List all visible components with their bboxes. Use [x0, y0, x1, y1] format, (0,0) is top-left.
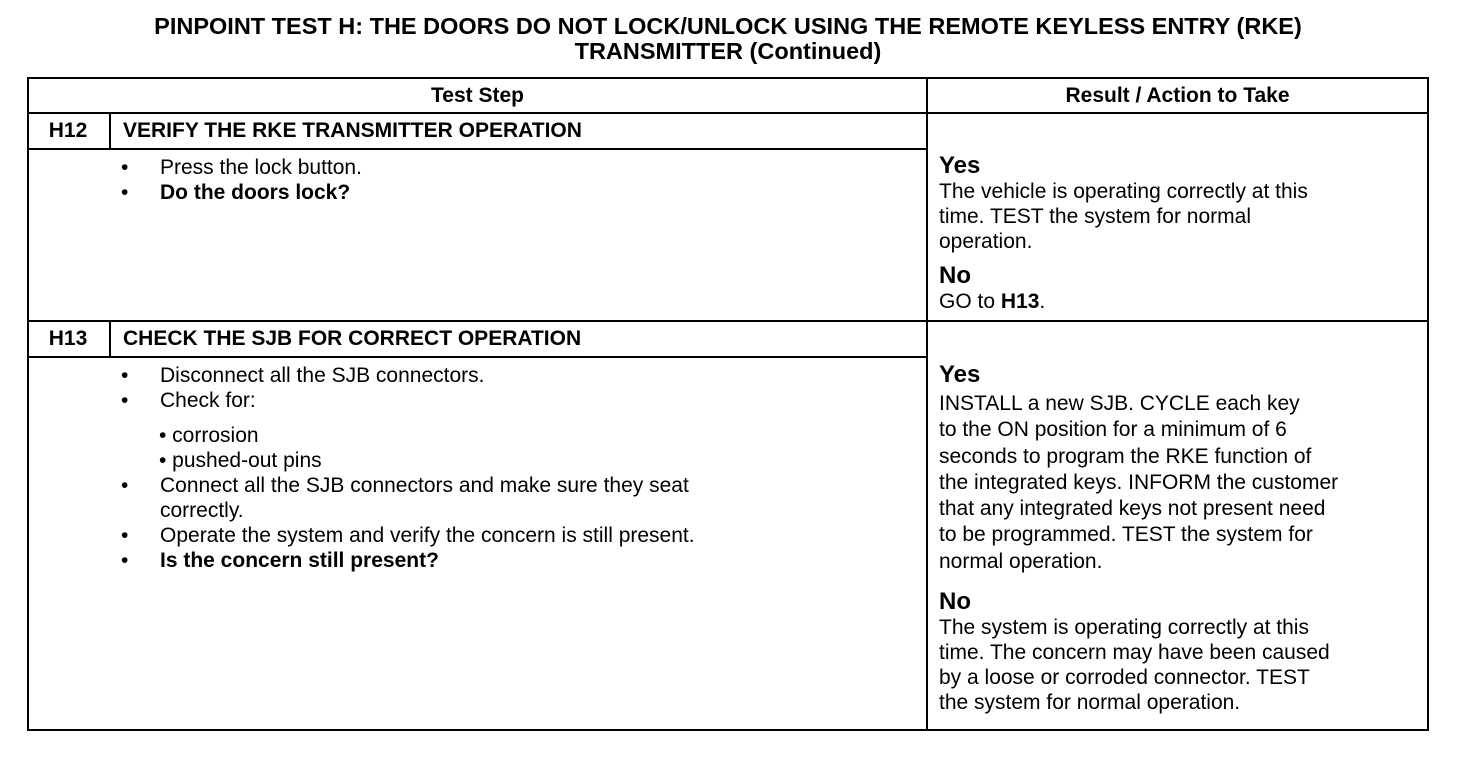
result-yes-label: Yes	[939, 152, 981, 179]
step-id-h12: H12	[48, 119, 88, 142]
column-header-result-action: Result / Action to Take	[1065, 84, 1290, 107]
h12-id-divider	[109, 112, 111, 150]
list-item: •Is the concern still present?	[121, 549, 439, 572]
list-item: •Operate the system and verify the conce…	[121, 524, 695, 547]
list-item: •Do the doors lock?	[121, 181, 351, 204]
page-title: PINPOINT TEST H: THE DOORS DO NOT LOCK/U…	[0, 14, 1456, 64]
h12-title-divider	[27, 148, 928, 150]
result-no-text: GO to H13.	[939, 290, 1046, 313]
list-item: •Check for:	[121, 389, 256, 412]
result-no-label: No	[939, 588, 971, 616]
step-reference-h13: H13	[1000, 290, 1040, 313]
result-h12: Yes The vehicle is operating correctly a…	[939, 153, 1308, 314]
result-yes-text: The vehicle is operating correctly at th…	[939, 180, 1308, 253]
list-item: •Connect all the SJB connectors and make…	[121, 474, 689, 522]
sub-list-item: • corrosion	[159, 424, 259, 447]
h13-title-divider	[27, 356, 928, 358]
result-h13: Yes INSTALL a new SJB. CYCLE each key to…	[939, 362, 1338, 715]
result-yes-label: Yes	[939, 361, 981, 388]
step-title-h12: VERIFY THE RKE TRANSMITTER OPERATION	[123, 119, 582, 142]
result-yes-text: INSTALL a new SJB. CYCLE each key to the…	[939, 392, 1339, 573]
step-divider	[27, 320, 1429, 322]
step-id-h13: H13	[48, 327, 88, 350]
h13-id-divider	[109, 320, 111, 358]
result-no-text: The system is operating correctly at thi…	[939, 616, 1330, 715]
step-instructions-h12: •Press the lock button. •Do the doors lo…	[121, 155, 362, 205]
list-item: •Disconnect all the SJB connectors.	[121, 364, 485, 387]
step-instructions-h13: •Disconnect all the SJB connectors. •Che…	[121, 363, 695, 573]
title-line-2: TRANSMITTER (Continued)	[574, 38, 882, 64]
list-item: •Press the lock button.	[121, 156, 362, 179]
step-title-h13: CHECK THE SJB FOR CORRECT OPERATION	[123, 327, 582, 350]
column-divider	[926, 77, 928, 731]
column-header-test-step: Test Step	[431, 84, 524, 107]
header-divider	[27, 112, 1429, 114]
result-no-label: No	[939, 262, 971, 289]
pinpoint-test-table	[27, 77, 1429, 731]
sub-list-item: • pushed-out pins	[159, 449, 322, 472]
title-line-1: PINPOINT TEST H: THE DOORS DO NOT LOCK/U…	[154, 13, 1302, 39]
